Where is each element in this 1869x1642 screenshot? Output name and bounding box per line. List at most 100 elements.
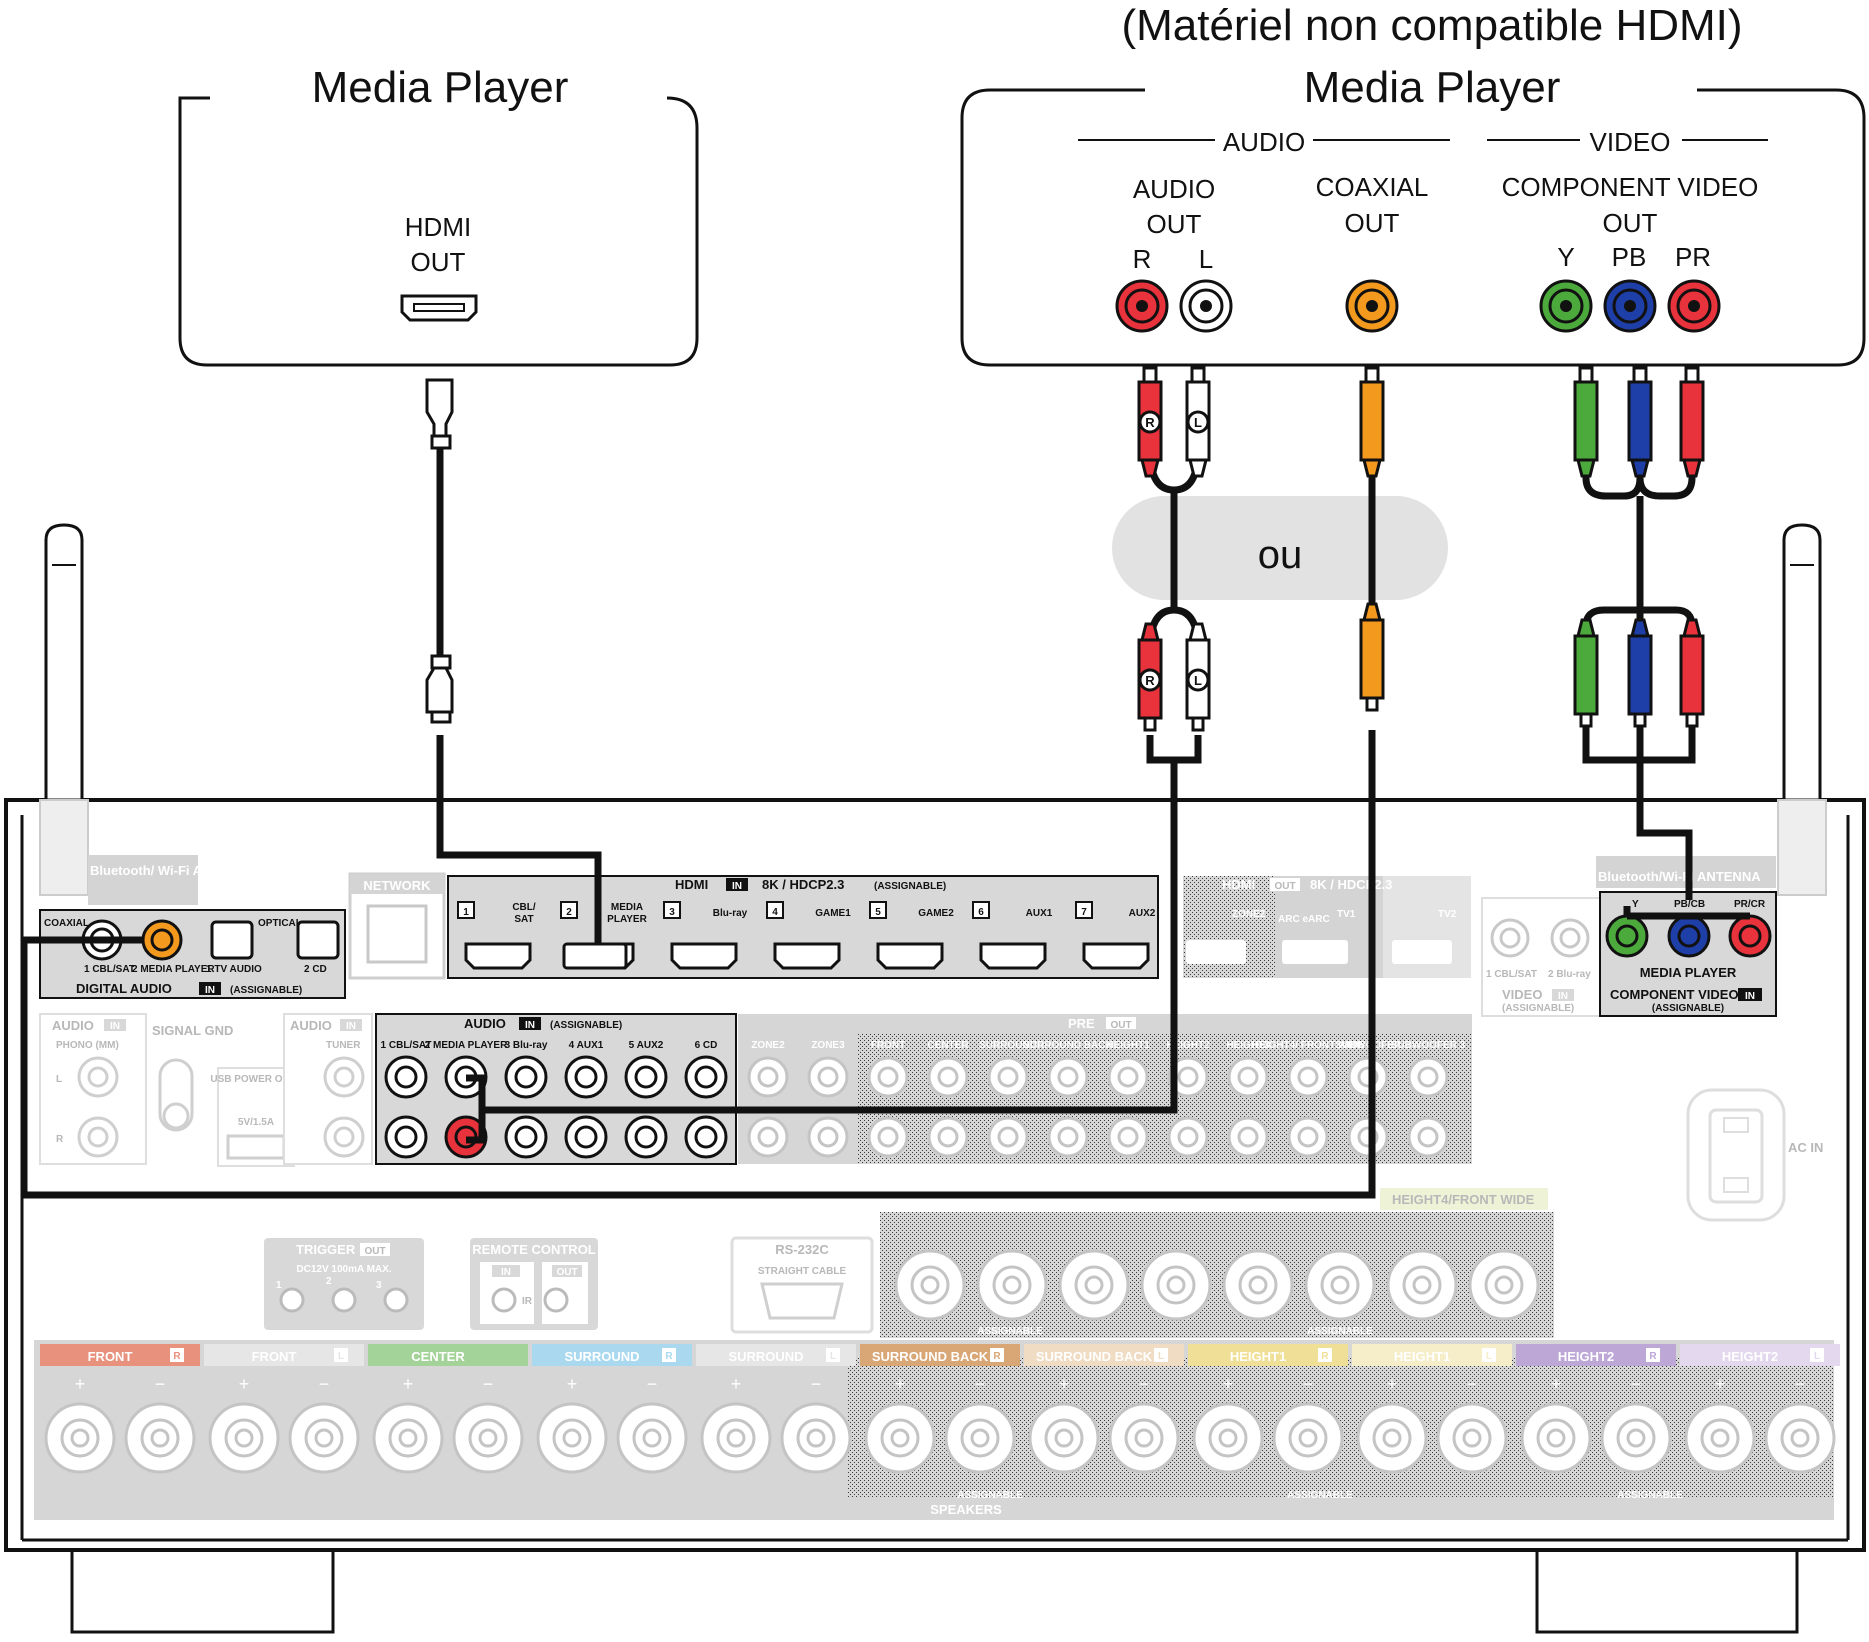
speaker-group-label: SURROUND [564,1349,639,1364]
left-hdmi-out-label: OUT [411,247,466,277]
comp-in-badge: IN [1745,991,1755,1002]
speaker-group-label: SURROUND BACK [1036,1349,1153,1364]
speaker-ch-label: L [338,1351,344,1362]
pre-out-label: HEIGHT1 [1106,1040,1150,1051]
polarity-label: + [1387,1374,1398,1394]
hdmi-out-badge: OUT [1274,881,1295,892]
hdmi-out-tv2: TV2 [1438,909,1457,920]
hdmi-in-label: AUX1 [1026,908,1053,919]
comp-plug-pr-bottom [1679,618,1705,728]
polarity-label: − [483,1374,494,1394]
comp-plug-pr-top [1679,366,1705,478]
polarity-label: − [647,1374,658,1394]
hdmi-in-num: 7 [1081,907,1087,918]
speaker-group-label: CENTER [411,1349,465,1364]
speaker-group-label: SURROUND BACK [872,1349,989,1364]
audio-in-tuner-panel: AUDIO IN TUNER [283,1013,373,1165]
speaker-group-label: FRONT [252,1349,297,1364]
speaker-ch-label: L [1814,1351,1820,1362]
audio-in-pair: 4 AUX1 [564,1040,608,1159]
audio-in-label: 4 AUX1 [569,1040,604,1051]
polarity-label: − [319,1374,330,1394]
height4-fw-label: HEIGHT4/FRONT WIDE [1392,1192,1535,1207]
polarity-label: + [1223,1374,1234,1394]
comp-in-pr: PR/CR [1734,899,1766,910]
coax-plug-top [1359,366,1385,478]
plug-label: L [1194,673,1202,688]
audio-out-label-2: OUT [1147,209,1202,239]
video-group-label: VIDEO [1590,127,1671,157]
digital-optical-label: OPTICAL [258,918,302,929]
pre-out-label: ZONE2 [751,1040,785,1051]
bt-antenna-right-label: Bluetooth/Wi-Fi ANTENNA [1598,869,1761,884]
pre-out-label: FRONT [871,1040,905,1051]
pre-out-label: ZONE3 [811,1040,845,1051]
phono-l: L [56,1074,62,1085]
component-pr-jack [1667,279,1721,333]
speaker-group-label: SURROUND [728,1349,803,1364]
tuner-title: AUDIO [290,1018,332,1033]
pre-out-label: SURROUND BACK [1023,1040,1113,1051]
plug-label: L [1194,415,1202,430]
polarity-label: + [239,1374,250,1394]
digital-audio-badge: IN [205,985,215,996]
polarity-label: + [895,1374,906,1394]
component-out-label-2: OUT [1603,208,1658,238]
hdmi-out-zone2: ZONE2 [1232,909,1266,920]
polarity-label: + [75,1374,86,1394]
polarity-label: + [1059,1374,1070,1394]
signal-gnd-label: SIGNAL GND [152,1023,233,1038]
speaker-group-label: FRONT [88,1349,133,1364]
cables: R L R L [20,366,1750,1199]
component-y-jack [1539,279,1593,333]
ac-in-label: AC IN [1788,1140,1823,1155]
assignable-label: ASSIGNABLE [977,1326,1043,1337]
hdmi-port-icon [876,942,944,970]
rs232-sub: STRAIGHT CABLE [758,1266,847,1277]
remote-control-panel: REMOTE CONTROL IN OUT IR [470,1238,598,1330]
phono-r: R [56,1134,64,1145]
digital-in1-label: 1 CBL/SAT [84,964,135,975]
network-label: NETWORK [363,878,431,893]
phono-badge: IN [110,1021,120,1032]
right-media-player: Media Player AUDIO VIDEO AUDIO OUT R L C… [960,63,1866,367]
coaxial-out-label-2: OUT [1345,208,1400,238]
coaxial-out-jack [1345,279,1399,333]
video-in2-label: 2 Blu-ray [1548,969,1591,980]
digital-coaxial-label: COAXIAL [44,918,89,929]
plug-label: R [1145,673,1155,688]
hdmi-out-panel: HDMI OUT 8K / HDCP2.3 ZONE2 TV1 TV2 ARC … [1183,876,1471,978]
comp-plug-pb-bottom [1627,618,1653,728]
trigger-badge: OUT [364,1246,385,1257]
hdmi-out-spec: 8K / HDCP2.3 [1310,877,1392,892]
hdmi-port-icon [464,942,532,970]
speaker-group: CENTER + − [368,1344,528,1474]
pre-out-label: SURROUND [979,1040,1037,1051]
assignable-label: ASSIGNABLE [957,1490,1023,1501]
polarity-label: + [403,1374,414,1394]
pre-out-badge: OUT [1110,1020,1131,1031]
audio-in-pair: 1 CBL/SAT [381,1040,431,1159]
hdmi-in-num: 2 [566,907,572,918]
assignable-label: ASSIGNABLE [1637,1326,1703,1337]
left-hdmi-label: HDMI [405,212,471,242]
hdmi-out-port-icon [400,294,478,322]
audio-in-label: 2 MEDIA PLAYER [425,1040,508,1051]
or-label: ou [1258,533,1303,577]
assignable-label: ASSIGNABLE [1617,1490,1683,1501]
polarity-label: − [1795,1374,1806,1394]
tuner-sub: TUNER [326,1040,361,1051]
speaker-group-label: HEIGHT1 [1394,1349,1450,1364]
hdmi-in-title: HDMI [675,877,708,892]
speaker-ch-label: L [830,1351,836,1362]
coax-plug-bottom [1359,602,1385,712]
